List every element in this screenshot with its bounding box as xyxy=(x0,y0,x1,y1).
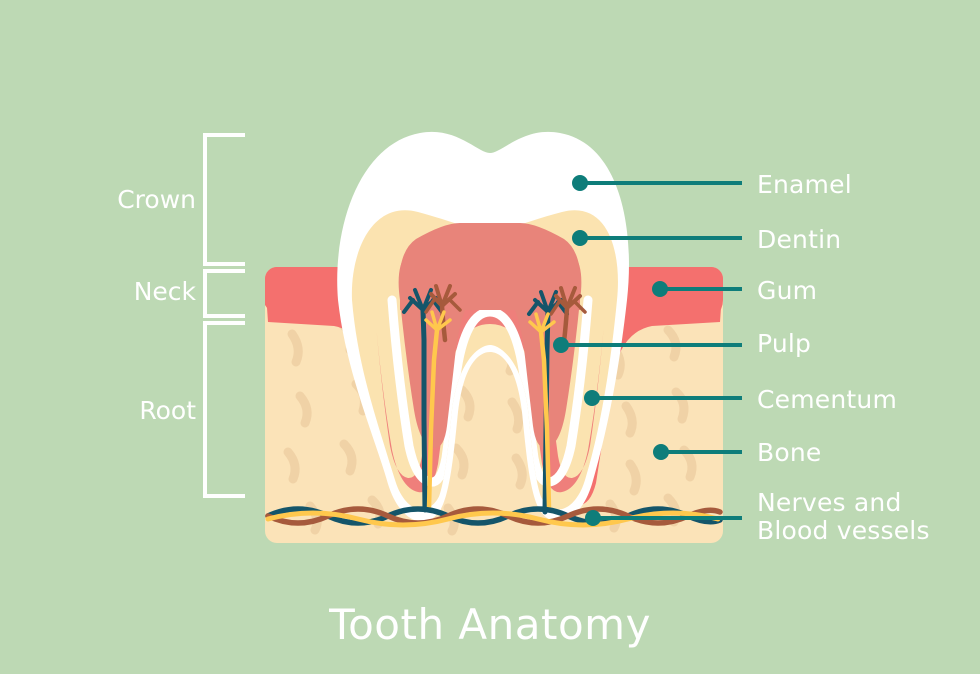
callout-dot-bone[interactable] xyxy=(653,444,669,460)
callout-label-cementum[interactable]: Cementum xyxy=(757,385,898,414)
pulp-nerves-vessels xyxy=(402,284,587,515)
callout-dot-enamel[interactable] xyxy=(572,175,588,191)
callout-label-dentin[interactable]: Dentin xyxy=(757,225,842,254)
pulp-chamber xyxy=(398,223,582,449)
callout-dot-gum[interactable] xyxy=(652,281,668,297)
bracket-neck xyxy=(203,269,245,318)
bracket-crown xyxy=(203,133,245,266)
callout-label-enamel[interactable]: Enamel xyxy=(757,170,852,199)
callout-label-bone[interactable]: Bone xyxy=(757,438,822,467)
callout-dot-pulp[interactable] xyxy=(553,337,569,353)
callout-dot-dentin[interactable] xyxy=(572,230,588,246)
callout-dot-cementum[interactable] xyxy=(584,390,600,406)
callout-label-pulp[interactable]: Pulp xyxy=(757,329,812,358)
bracket-label-neck[interactable]: Neck xyxy=(133,277,196,306)
callout-dot-nerves-and[interactable] xyxy=(585,510,601,526)
page-title: Tooth Anatomy xyxy=(329,600,651,649)
bracket-label-root[interactable]: Root xyxy=(139,396,196,425)
bracket-label-crown[interactable]: Crown xyxy=(117,185,196,214)
callout-label-nerves-and[interactable]: Nerves and Blood vessels xyxy=(757,488,930,545)
bracket-root xyxy=(203,321,245,498)
callout-label-gum[interactable]: Gum xyxy=(757,276,818,305)
